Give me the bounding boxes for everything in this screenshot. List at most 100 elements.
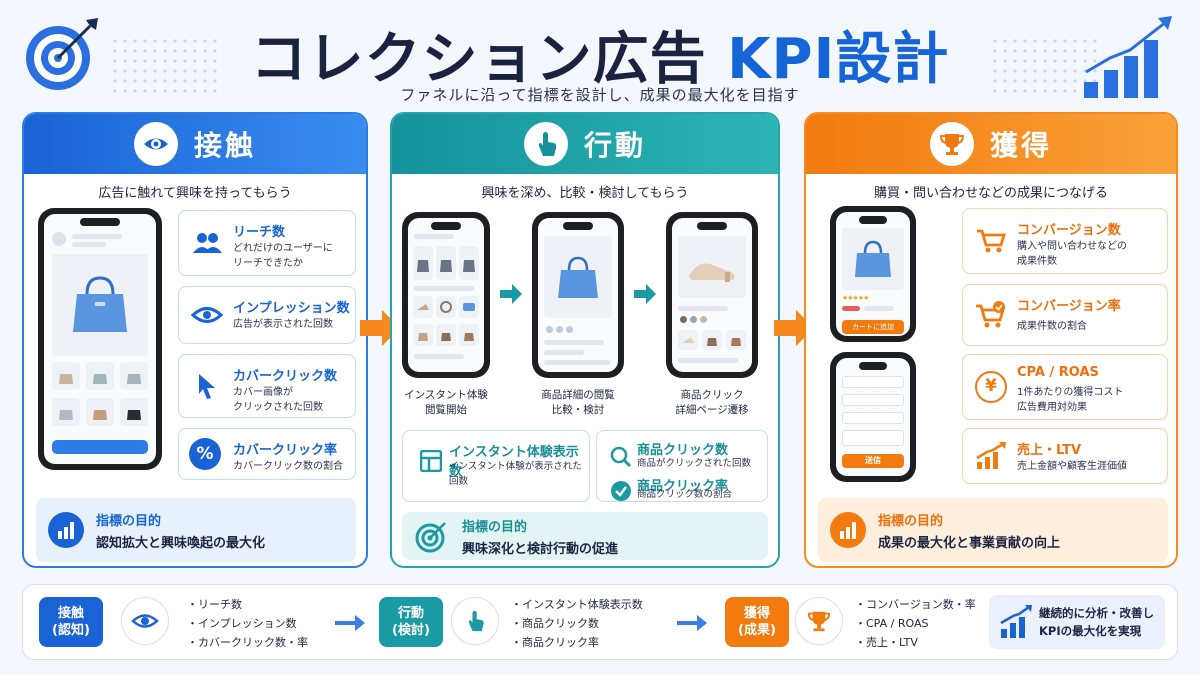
phone-mockup	[532, 212, 624, 378]
growth-chart-icon	[973, 438, 1009, 474]
metric-card-conversions: コンバージョン数 購入や問い合わせなどの成果件数	[962, 208, 1168, 274]
metric-card-cover-clicks: カバークリック数 カバー画像がクリックされた回数	[178, 354, 356, 418]
metric-desc: 購入や問い合わせなどの成果件数	[1017, 241, 1127, 267]
summary-metric-list: ・リーチ数 ・インプレッション数 ・カバークリック数・率	[187, 598, 308, 649]
product-thumbnail	[52, 398, 80, 426]
goal-title: 指標の目的	[96, 514, 162, 529]
stage-description: 広告に触れて興味を持ってもらう	[98, 186, 292, 201]
goal-box: 指標の目的 興味深化と検討行動の促進	[402, 512, 768, 560]
dot-pattern	[990, 36, 1100, 96]
metric-title: 商品クリック数	[637, 443, 729, 458]
stage-panel-action: 行動 興味を深め、比較・検討してもらう インスタント体験閲覧開始	[390, 112, 780, 568]
growth-chart-icon	[1000, 605, 1032, 638]
layout-icon	[413, 443, 449, 479]
users-icon	[189, 225, 225, 261]
bar-chart-icon	[48, 512, 84, 548]
trophy-icon	[929, 122, 974, 166]
form-field[interactable]	[842, 430, 904, 446]
product-thumbnail	[413, 324, 433, 346]
metric-desc: カバー画像がクリックされた回数	[233, 387, 323, 413]
phone-mockup	[402, 212, 490, 378]
form-field[interactable]	[842, 376, 904, 388]
stage-title: 獲得	[989, 129, 1052, 162]
product-thumbnail	[86, 398, 114, 426]
eye-icon	[121, 597, 169, 645]
handbag-image	[842, 228, 904, 290]
submit-button[interactable]: 送信	[842, 454, 904, 468]
arrow-right-icon	[677, 615, 707, 631]
metric-card-product-clicks: 商品クリック数 商品がクリックされた回数 商品クリック率 商品クリック数の割合	[596, 430, 768, 502]
dot-pattern	[110, 36, 220, 96]
target-icon	[414, 518, 450, 554]
phone-mockup	[38, 208, 162, 470]
summary-stage-acquire: 獲得(成果)	[725, 597, 789, 647]
product-thumbnail	[678, 330, 698, 350]
check-circle-icon	[603, 473, 639, 509]
eye-icon	[189, 297, 225, 333]
metric-desc: 商品クリック数の割合	[637, 489, 733, 500]
handbag-image	[52, 254, 148, 356]
product-thumbnail	[120, 398, 148, 426]
cart-check-icon	[973, 297, 1009, 333]
metric-desc: 1件あたりの獲得コスト広告費用対効果	[1017, 387, 1124, 413]
form-field[interactable]	[842, 412, 904, 424]
search-icon	[603, 439, 639, 475]
metric-title: CPA / ROAS	[1017, 365, 1099, 380]
yen-icon: ¥	[973, 369, 1009, 405]
metric-card-cover-ctr: % カバークリック率 カバークリック数の割合	[178, 428, 356, 480]
product-thumbnail	[436, 296, 456, 318]
stage-title: 行動	[583, 129, 646, 162]
metric-desc: 売上金額や顧客生涯価値	[1017, 461, 1127, 472]
goal-box: 指標の目的 認知拡大と興味喚起の最大化	[36, 498, 356, 562]
stage-header: 獲得	[806, 114, 1176, 174]
product-thumbnail	[413, 296, 433, 318]
page-subtitle: ファネルに沿って指標を設計し、成果の最大化を目指す	[400, 86, 800, 104]
stage-panel-acquire: 獲得 購買・問い合わせなどの成果につなげる ★★★★★ カートに追加 送信 コン…	[804, 112, 1178, 568]
metric-title: コンバージョン率	[1017, 299, 1121, 314]
target-icon	[26, 18, 98, 90]
title-accent: KPI設計	[727, 27, 950, 92]
summary-stage-action: 行動(検討)	[379, 597, 443, 647]
product-thumbnail	[413, 246, 433, 280]
summary-bar: 接触(認知) ・リーチ数 ・インプレッション数 ・カバークリック数・率 行動(検…	[22, 584, 1178, 660]
title-main: コレクション広告	[250, 27, 707, 92]
metric-desc: 商品がクリックされた回数	[637, 458, 752, 469]
product-thumbnail	[436, 324, 456, 346]
product-thumbnail	[436, 246, 456, 280]
metric-desc: 成果件数の割合	[1017, 321, 1087, 332]
metric-card-instant-views: インスタント体験表示数 インスタント体験が表示された回数	[402, 430, 590, 502]
bar-chart-icon	[830, 512, 866, 548]
metric-title: 商品クリック率	[637, 479, 729, 494]
tap-hand-icon	[451, 597, 499, 645]
step-arrow-icon	[500, 284, 522, 304]
metric-title: インスタント体験表示数	[449, 445, 579, 479]
shoe-image	[678, 236, 746, 298]
metric-card-impressions: インプレッション数 広告が表示された回数	[178, 286, 356, 344]
cursor-icon	[189, 368, 225, 404]
cart-icon	[973, 223, 1009, 259]
metric-card-sales-ltv: 売上・LTV 売上金額や顧客生涯価値	[962, 428, 1168, 484]
metric-card-cpa-roas: ¥ CPA / ROAS 1件あたりの獲得コスト広告費用対効果	[962, 354, 1168, 420]
product-thumbnail	[459, 246, 479, 280]
form-field[interactable]	[842, 394, 904, 406]
add-to-cart-button[interactable]: カートに追加	[842, 320, 904, 334]
product-thumbnail	[120, 362, 148, 390]
metric-desc: カバークリック数の割合	[233, 461, 343, 472]
goal-box: 指標の目的 成果の最大化と事業貢献の向上	[818, 498, 1168, 562]
metric-title: リーチ数	[233, 225, 286, 240]
arrow-right-icon	[335, 615, 365, 631]
metric-card-conversion-rate: コンバージョン率 成果件数の割合	[962, 284, 1168, 346]
step-arrow-icon	[634, 284, 656, 304]
summary-metric-list: ・インスタント体験表示数 ・商品クリック数 ・商品クリック率	[511, 598, 643, 649]
eye-icon	[133, 122, 178, 166]
metric-desc: どれだけのユーザーにリーチできたか	[233, 243, 333, 269]
product-thumbnail	[726, 330, 746, 350]
trophy-icon	[795, 597, 843, 645]
stage-description: 購買・問い合わせなどの成果につなげる	[873, 186, 1108, 201]
cta-bar	[52, 440, 148, 454]
growth-chart-icon	[1084, 16, 1172, 98]
goal-desc: 認知拡大と興味喚起の最大化	[96, 536, 266, 551]
phone-caption: 商品クリック詳細ページ遷移	[675, 389, 749, 416]
